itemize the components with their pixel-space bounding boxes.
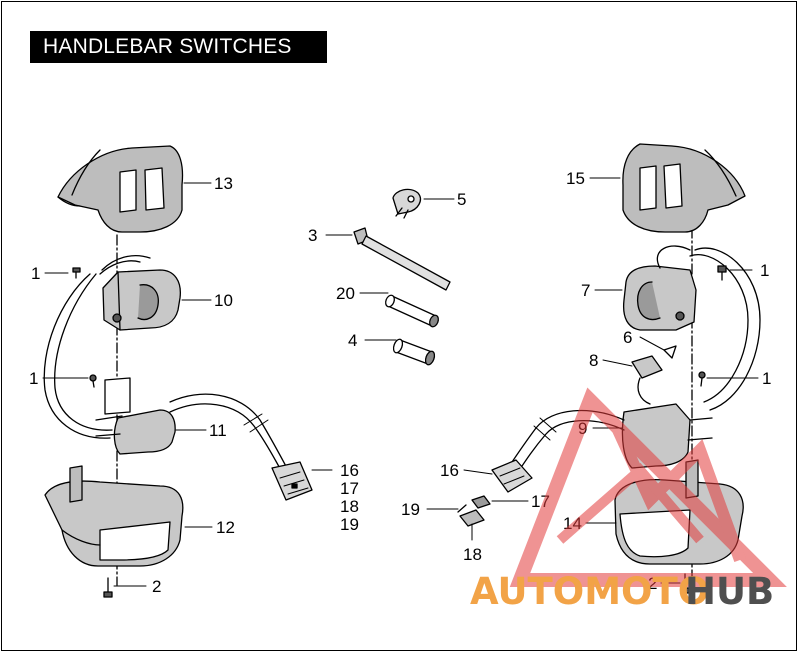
callout-5: 5 bbox=[457, 190, 466, 209]
callout-numbers: 13 1 10 1 11 16 17 18 19 12 2 3 5 20 4 1… bbox=[29, 169, 771, 596]
left-harness bbox=[169, 393, 289, 471]
callout-16-a: 16 bbox=[340, 461, 359, 480]
callout-20: 20 bbox=[336, 284, 355, 303]
left-connector bbox=[271, 461, 313, 501]
left-lower-switch-module bbox=[95, 377, 176, 455]
watermark-part2: HUB bbox=[685, 570, 774, 613]
callout-1-d: 1 bbox=[762, 369, 771, 388]
callout-19-b: 19 bbox=[401, 500, 420, 519]
right-part-8 bbox=[631, 355, 663, 405]
right-part-6 bbox=[663, 345, 677, 359]
watermark-text: AUTOMOTO HUB bbox=[470, 570, 774, 613]
callout-6: 6 bbox=[623, 328, 632, 347]
callout-18-b: 18 bbox=[463, 545, 482, 564]
left-screw-1 bbox=[72, 267, 81, 279]
sleeve-20 bbox=[385, 294, 439, 328]
left-screw-2 bbox=[89, 374, 97, 388]
right-connector bbox=[491, 459, 533, 493]
terminal-19 bbox=[457, 504, 467, 513]
left-upper-housing-cover bbox=[57, 145, 184, 233]
callout-7: 7 bbox=[581, 281, 590, 300]
callout-1-a: 1 bbox=[31, 264, 40, 283]
left-lower-housing bbox=[44, 465, 184, 567]
wire-clip bbox=[392, 188, 422, 219]
seal-18 bbox=[459, 509, 485, 527]
left-upper-switch bbox=[102, 269, 181, 331]
left-wire-loop bbox=[43, 273, 111, 439]
callout-18-a: 18 bbox=[340, 497, 359, 516]
callout-16-b: 16 bbox=[440, 461, 459, 480]
right-upper-housing-cover bbox=[622, 143, 746, 233]
watermark-logo bbox=[509, 387, 787, 587]
right-upper-switch bbox=[622, 265, 697, 331]
sleeve-4 bbox=[392, 338, 436, 366]
callout-11: 11 bbox=[209, 421, 227, 440]
callout-12: 12 bbox=[216, 518, 235, 537]
callout-1-b: 1 bbox=[29, 369, 38, 388]
callout-13: 13 bbox=[214, 174, 233, 193]
right-wire-loop bbox=[694, 247, 761, 411]
page-title: HANDLEBAR SWITCHES bbox=[30, 31, 327, 63]
callout-2-a: 2 bbox=[152, 577, 161, 596]
callout-19-a: 19 bbox=[340, 515, 359, 534]
cable-strap bbox=[353, 227, 451, 291]
leader-lines bbox=[42, 177, 759, 587]
callout-1-c: 1 bbox=[760, 261, 769, 280]
right-screw-1 bbox=[717, 265, 727, 281]
callout-17-a: 17 bbox=[340, 479, 359, 498]
callout-8: 8 bbox=[589, 351, 598, 370]
seal-17 bbox=[471, 495, 491, 509]
callout-3: 3 bbox=[308, 226, 317, 245]
left-screw-bottom bbox=[103, 577, 113, 598]
callout-4: 4 bbox=[348, 331, 357, 350]
callout-10: 10 bbox=[214, 291, 233, 310]
callout-15: 15 bbox=[566, 169, 585, 188]
right-screw-2 bbox=[698, 371, 706, 387]
watermark-part1: AUTOMOTO bbox=[470, 570, 709, 613]
